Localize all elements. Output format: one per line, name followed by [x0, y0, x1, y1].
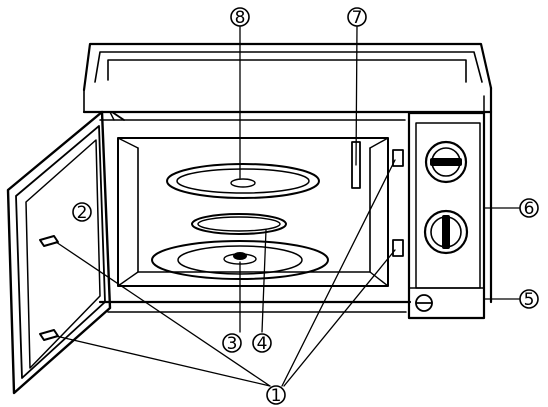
timer-knob[interactable]	[423, 209, 469, 255]
door-safety-lock-holes	[392, 149, 404, 257]
callout-7: 7	[347, 7, 367, 28]
callout-8: 8	[230, 7, 250, 28]
callout-3: 3	[222, 333, 242, 354]
door-latch-upper	[39, 235, 59, 247]
svg-text:7: 7	[352, 8, 363, 28]
power-knob[interactable]	[424, 140, 468, 184]
cabinet	[82, 42, 493, 313]
callout-4: 4	[252, 333, 272, 354]
door-latch-lower	[39, 329, 59, 341]
callout-5: 5	[519, 289, 539, 310]
lock-hole-lower	[392, 239, 404, 257]
callout-2: 2	[72, 202, 92, 223]
turntable-shaft	[233, 252, 247, 260]
door-release-button[interactable]	[415, 294, 433, 312]
callout-6: 6	[519, 198, 539, 219]
svg-text:8: 8	[235, 8, 246, 28]
glass-tray	[166, 163, 320, 199]
oven-cavity	[117, 137, 389, 287]
control-panel	[407, 111, 486, 320]
svg-text:3: 3	[227, 334, 238, 354]
svg-text:4: 4	[257, 334, 268, 354]
svg-text:6: 6	[524, 199, 535, 219]
door-release-area	[408, 287, 485, 319]
svg-text:5: 5	[524, 290, 535, 310]
door-assembly	[6, 110, 125, 395]
lock-hole-upper	[392, 149, 404, 167]
leader-lines	[55, 25, 520, 387]
svg-text:1: 1	[271, 386, 282, 406]
turntable-ring-assembly	[191, 213, 287, 235]
svg-text:2: 2	[77, 203, 88, 223]
callout-1: 1	[266, 385, 286, 406]
